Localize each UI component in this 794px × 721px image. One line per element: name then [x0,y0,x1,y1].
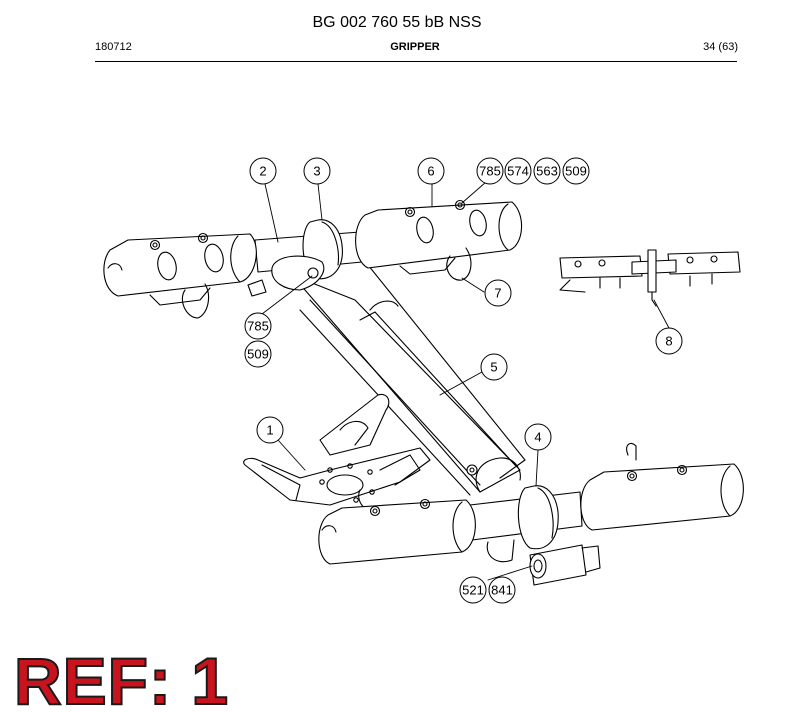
svg-text:563: 563 [536,164,558,179]
lower-bolt-assembly [529,544,601,586]
callout-5: 5 [480,353,508,381]
svg-text:509: 509 [247,347,269,362]
svg-text:574: 574 [507,164,529,179]
callout-785-top: 785 [476,157,504,185]
section-title: GRIPPER [390,41,440,53]
date-code: 180712 [95,41,132,53]
beam-bolt [466,464,478,476]
callout-3: 3 [303,157,331,185]
callout-6: 6 [417,157,445,185]
svg-text:785: 785 [247,319,269,334]
callout-785-left: 785 [244,312,272,340]
document-title: BG 002 760 55 bB NSS [312,14,482,31]
svg-text:785: 785 [479,164,501,179]
callout-509-top: 509 [562,157,590,185]
svg-text:5: 5 [490,360,497,375]
upper-right-cylinder [355,199,523,281]
lower-left-cylinder [318,498,476,565]
leader-lines [261,181,670,581]
callout-8: 8 [655,327,683,355]
callout-574: 574 [504,157,532,185]
svg-text:2: 2 [259,164,266,179]
ref-label: REF: 1 [13,644,230,718]
upper-center-mount [247,255,325,297]
callout-group: 2 3 6 785 574 563 509 7 785 509 8 5 1 4 … [244,157,683,604]
inset-top-view [559,249,741,307]
svg-text:1: 1 [266,423,273,438]
callout-521: 521 [459,576,487,604]
svg-text:3: 3 [313,164,320,179]
svg-text:7: 7 [494,286,501,301]
callout-2: 2 [249,157,277,185]
callout-841: 841 [488,576,516,604]
lower-bracket-part-1 [243,393,431,512]
lower-tube-part-4 [469,485,583,563]
callout-4: 4 [524,423,552,451]
svg-text:509: 509 [565,164,587,179]
svg-text:8: 8 [665,334,672,349]
header-rule [95,61,737,62]
lower-right-cylinder [580,442,744,531]
svg-text:4: 4 [534,430,541,445]
svg-text:841: 841 [491,583,513,598]
upper-left-cylinder [103,232,257,319]
callout-509-left: 509 [244,340,272,368]
callout-563: 563 [533,157,561,185]
callout-1: 1 [256,416,284,444]
callout-7: 7 [484,279,512,307]
svg-text:521: 521 [462,583,484,598]
svg-text:6: 6 [427,164,434,179]
page-number: 34 (63) [703,41,738,53]
